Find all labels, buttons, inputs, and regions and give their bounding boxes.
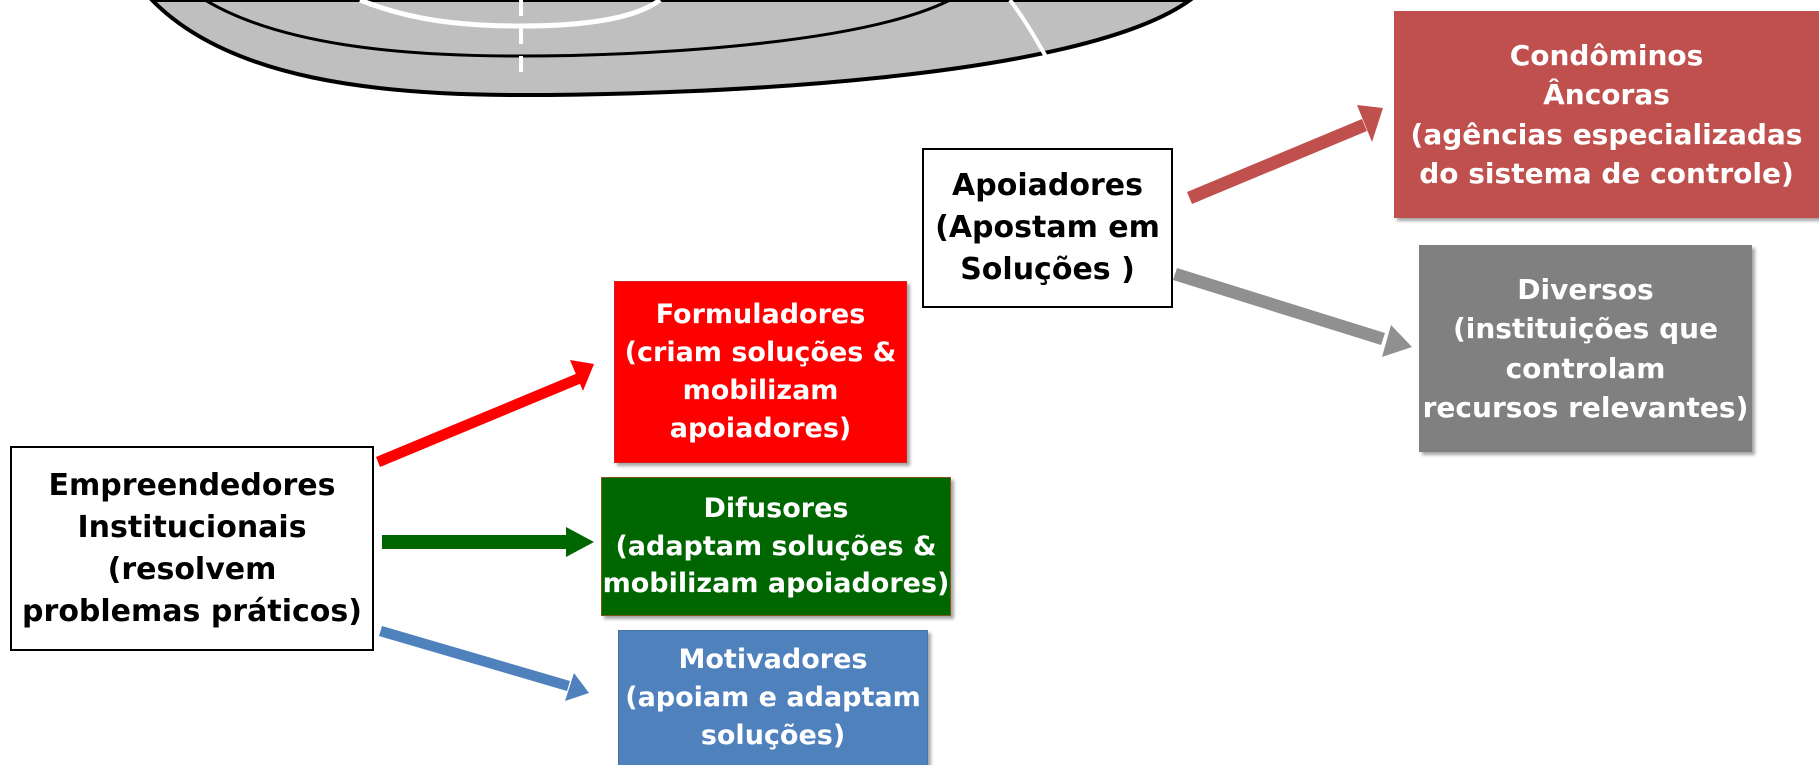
apoiadores-line-3: Soluções ) [960,252,1135,287]
apoiadores-box: Apoiadores (Apostam em Soluções ) [922,148,1173,308]
arrow-to-difusores [382,527,594,557]
difusores-line-2: (adaptam soluções & [615,530,937,562]
diversos-line-4: recursos relevantes) [1422,390,1749,424]
difusores-line-1: Difusores [703,492,849,524]
ellipse-graphic [149,0,1194,98]
empreendedores-line-2: Institucionais [77,509,307,545]
formuladores-box: Formuladores (criam soluções & mobilizam… [614,281,907,463]
formuladores-line-4: apoiadores) [669,412,852,444]
formuladores-line-3: mobilizam [682,375,839,406]
empreendedores-line-1: Empreendedores [48,467,336,503]
apoiadores-line-1: Apoiadores [952,168,1143,203]
motivadores-line-2: (apoiam e adaptam [625,682,921,714]
arrow-to-formuladores [376,360,594,467]
condominos-line-1: Condôminos [1509,39,1704,73]
motivadores-line-1: Motivadores [678,644,868,676]
motivadores-box: Motivadores (apoiam e adaptam soluções) [618,630,928,765]
diversos-box: Diversos (instituições que controlam rec… [1419,245,1752,452]
apoiadores-line-2: (Apostam em [935,210,1160,245]
diversos-line-3: controlam [1505,351,1666,385]
arrow-to-diversos [1173,268,1412,357]
condominos-line-4: do sistema de controle) [1419,156,1794,190]
empreendedores-line-3: (resolvem [107,551,277,587]
difusores-line-3: mobilizam apoiadores) [602,568,950,600]
difusores-box: Difusores (adaptam soluções & mobilizam … [601,477,951,616]
empreendedores-box: Empreendedores Institucionais (resolvem … [10,446,374,651]
condominos-ancoras-box: Condôminos Âncoras (agências especializa… [1394,11,1819,218]
empreendedores-line-4: problemas práticos) [22,593,362,629]
diversos-line-2: (instituições que [1452,312,1719,346]
condominos-line-2: Âncoras [1543,78,1670,112]
motivadores-line-3: soluções) [700,719,846,751]
arrow-to-motivadores [379,626,589,701]
formuladores-line-2: (criam soluções & [624,337,897,369]
formuladores-line-1: Formuladores [655,299,866,331]
arrow-to-condominos [1187,105,1383,204]
diversos-line-1: Diversos [1517,273,1654,307]
condominos-line-3: (agências especializadas [1410,117,1803,151]
